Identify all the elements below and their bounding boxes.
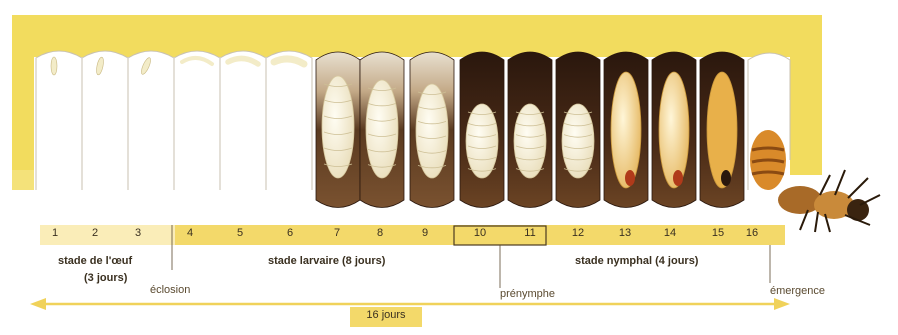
- prepupa-label: prénymphe: [500, 288, 555, 300]
- open-cell: [82, 51, 128, 190]
- pupal-stage-label: stade nymphal (4 jours): [575, 255, 698, 267]
- open-cell: [220, 51, 266, 190]
- day-number: 13: [610, 227, 640, 239]
- larval-stage-label: stade larvaire (8 jours): [268, 255, 385, 267]
- day-number: 8: [365, 227, 395, 239]
- day-number: 16: [737, 227, 767, 239]
- pupa-eye-icon: [625, 170, 635, 186]
- larva-icon: [322, 76, 354, 178]
- open-cell: [266, 51, 312, 190]
- emergence-label: émergence: [770, 285, 825, 297]
- day-number: 10: [465, 227, 495, 239]
- pupa-icon: [659, 72, 689, 188]
- pupa-icon: [707, 72, 737, 188]
- prepupa-icon: [466, 104, 498, 178]
- open-cell: [174, 51, 220, 190]
- pupa-eye-icon: [721, 170, 731, 186]
- prepupa-icon: [514, 104, 546, 178]
- egg-stage-label: stade de l'œuf: [58, 255, 132, 267]
- day-number: 11: [515, 227, 545, 239]
- open-cell: [36, 51, 82, 190]
- hatching-label: éclosion: [150, 284, 190, 296]
- day-number: 7: [322, 227, 352, 239]
- prepupa-icon: [562, 104, 594, 178]
- open-cell: [128, 51, 174, 190]
- day-number: 2: [80, 227, 110, 239]
- pupa-eye-icon: [673, 170, 683, 186]
- day-number: 4: [175, 227, 205, 239]
- day-number: 5: [225, 227, 255, 239]
- day-number: 1: [40, 227, 70, 239]
- day-number: 15: [703, 227, 733, 239]
- egg-stage-duration: (3 jours): [84, 272, 127, 284]
- day-number: 14: [655, 227, 685, 239]
- egg-icon: [51, 57, 57, 75]
- larva-icon: [416, 84, 448, 178]
- larva-icon: [366, 80, 398, 178]
- day-number: 9: [410, 227, 440, 239]
- day-number: 6: [275, 227, 305, 239]
- duration-label: 16 jours: [350, 309, 422, 321]
- brood-cells: [36, 51, 790, 208]
- day-number: 3: [123, 227, 153, 239]
- day-number: 12: [563, 227, 593, 239]
- pupa-icon: [611, 72, 641, 188]
